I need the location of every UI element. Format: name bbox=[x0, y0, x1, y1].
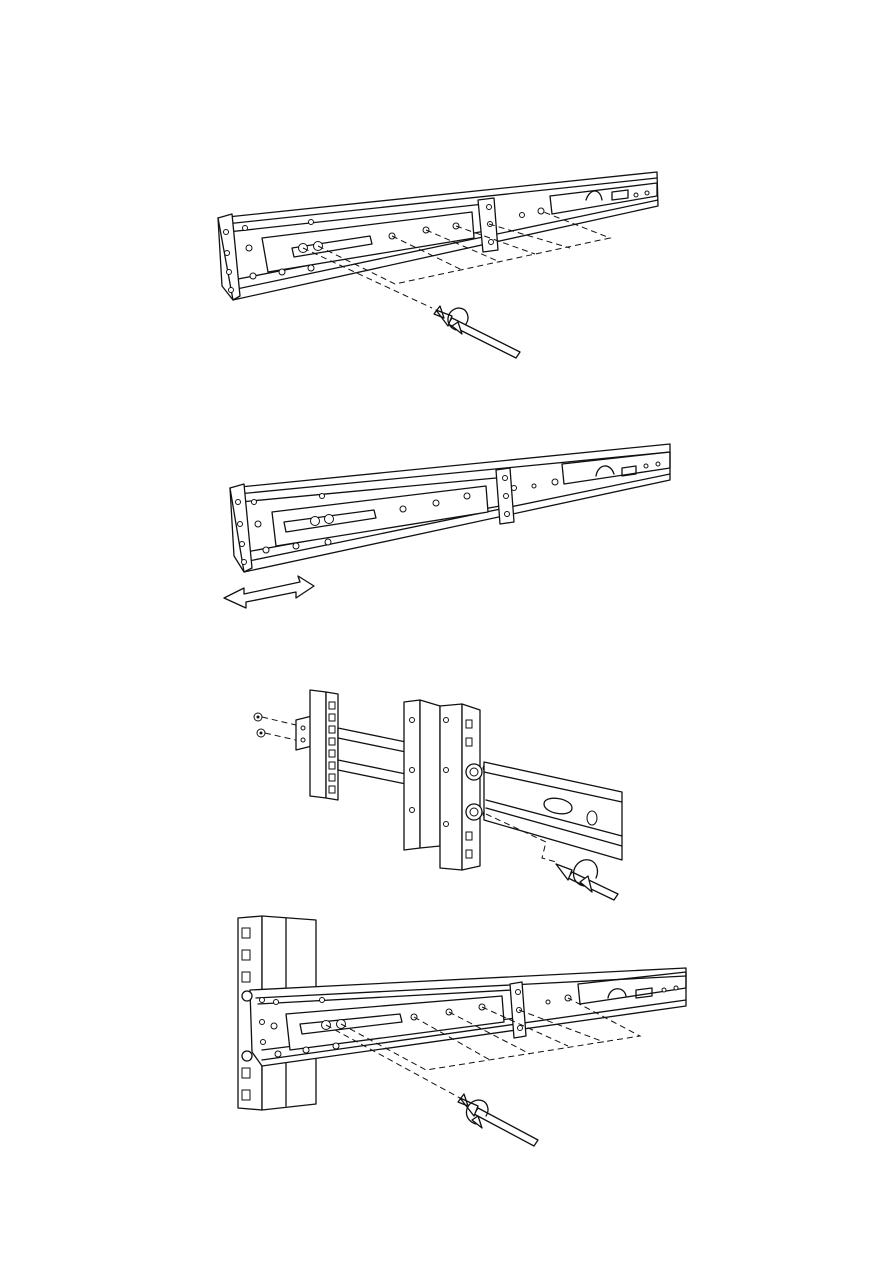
double-arrow-icon bbox=[224, 576, 314, 608]
screw-icon bbox=[254, 713, 265, 737]
step-3-rail-attach-rear-post bbox=[254, 690, 622, 900]
screwdriver-icon bbox=[434, 306, 520, 358]
step-1-rail-loosen-screws bbox=[218, 172, 658, 358]
step-2-rail-adjust-length bbox=[224, 444, 670, 608]
step-4-rail-fasten-front-post bbox=[238, 916, 686, 1146]
